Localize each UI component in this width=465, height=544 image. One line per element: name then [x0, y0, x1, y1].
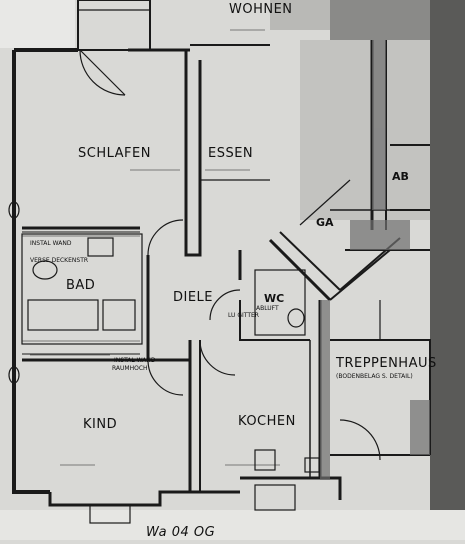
note-raumhoch: RAUMHOCH [112, 365, 148, 372]
note-bodenbelag: (BODENBELAG S. DETAIL) [336, 373, 413, 380]
room-bad: BAD [66, 278, 96, 293]
room-essen: ESSEN [208, 146, 254, 161]
room-ga: GA [316, 216, 334, 229]
room-kind: KIND [83, 417, 118, 432]
note-verse-deckenstr: VERSE DECKENSTR [30, 257, 89, 264]
room-kochen: KOCHEN [238, 414, 296, 429]
room-diele: DIELE [173, 290, 214, 305]
note-abluft: ABLUFT [256, 305, 279, 312]
room-treppenhaus: TREPPENHAUS [336, 356, 437, 371]
header-label: WOHNEN [229, 2, 293, 17]
room-ab: AB [392, 170, 409, 183]
note-instal-wand-bottom: INSTAL WAND [114, 357, 156, 364]
room-schlafen: SCHLAFEN [78, 146, 151, 161]
footer-label: Wa 04 OG [146, 525, 216, 540]
room-wc: WC [264, 292, 285, 305]
note-gitter: LU GITTER [228, 312, 259, 319]
note-instal-wand-top: INSTAL WAND [30, 240, 72, 247]
